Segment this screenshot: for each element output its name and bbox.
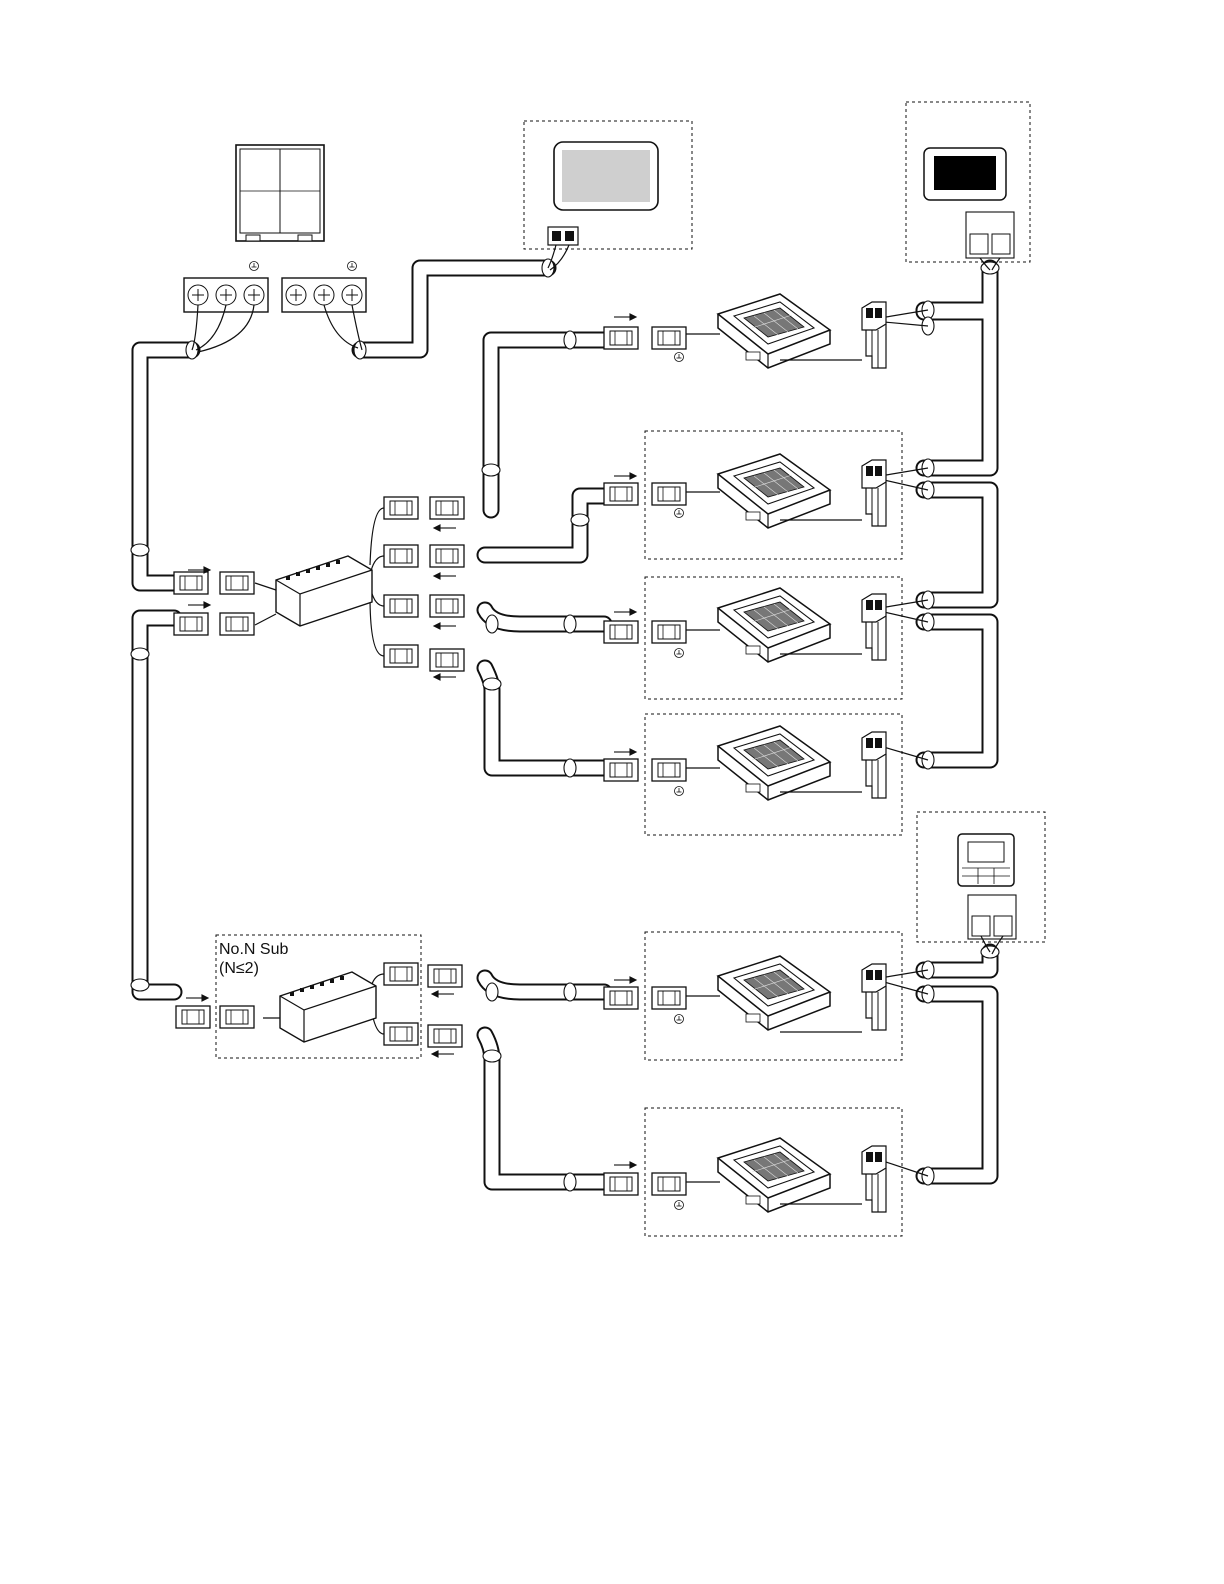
terminal-block-icon <box>862 302 886 1212</box>
signal-cables <box>140 268 990 1182</box>
outdoor-terminal-block <box>184 278 366 312</box>
cassette-indoor-unit-icon <box>718 294 830 1212</box>
wired-controller-icon <box>917 812 1045 942</box>
outdoor-unit-icon <box>236 145 324 241</box>
touch-controller-icon <box>906 102 1030 262</box>
touch-controller-icon <box>524 121 692 249</box>
connector-icon <box>174 327 686 1195</box>
cable-sleeves <box>131 259 999 1191</box>
sub-group-label: No.N Sub (N≤2) <box>219 940 288 978</box>
sub-group-limit: (N≤2) <box>219 959 288 978</box>
sub-group-title: No.N Sub <box>219 940 288 959</box>
thin-wires <box>192 245 1003 1204</box>
ground-icon <box>250 262 357 271</box>
branch-box-icon <box>276 556 376 1042</box>
